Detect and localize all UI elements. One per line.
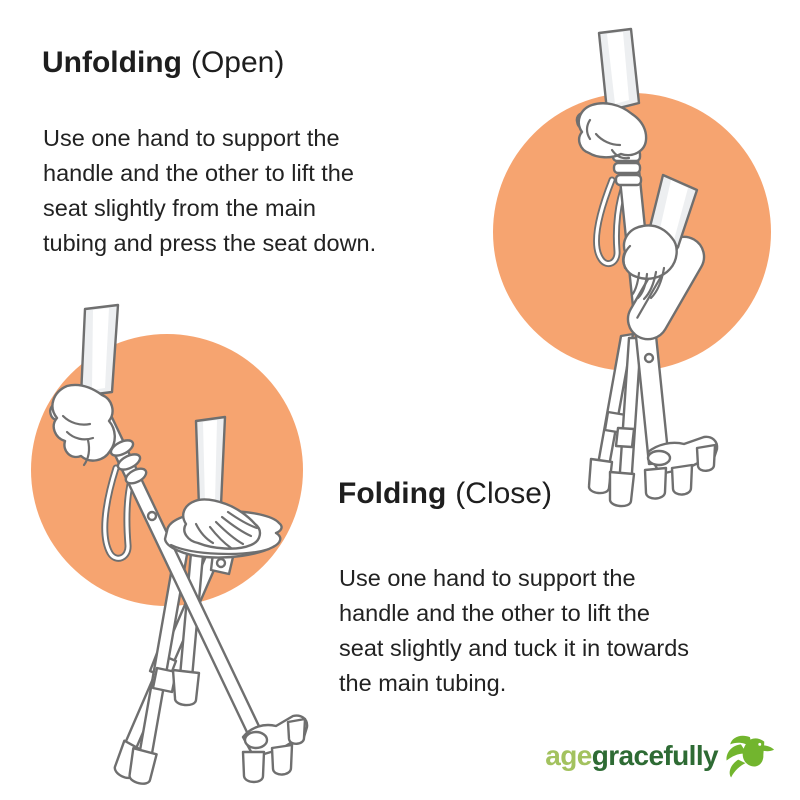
hand-on-handle — [575, 27, 648, 160]
hand-on-handle — [48, 303, 120, 467]
body-line: handle and the other to lift the — [339, 600, 650, 626]
quad-base — [643, 435, 719, 500]
hummingbird-icon — [726, 735, 775, 778]
unfolding-heading: Unfolding(Open) — [42, 46, 284, 80]
unfolding-body: Use one hand to support the handle and t… — [43, 121, 376, 261]
logo-wordmark: agegracefully — [545, 740, 718, 772]
unfolding-illustration — [493, 27, 771, 508]
body-line: tubing and press the seat down. — [43, 230, 377, 256]
folding-body: Use one hand to support the handle and t… — [339, 561, 689, 701]
body-line: Use one hand to support the — [339, 565, 636, 591]
body-line: seat slightly and tuck it in towards — [339, 635, 690, 661]
body-line: handle and the other to lift the — [43, 160, 354, 186]
body-line: Use one hand to support the — [43, 125, 340, 151]
hand-on-seat — [622, 173, 699, 301]
logo-word-age: age — [545, 740, 592, 771]
unfolding-heading-bold: Unfolding — [42, 46, 182, 79]
logo-word-gracefully: gracefully — [591, 740, 719, 771]
wrist-strap — [101, 464, 137, 562]
unfolding-heading-rest: (Open) — [190, 46, 285, 79]
folding-heading: Folding(Close) — [338, 477, 552, 511]
body-line: seat slightly from the main — [43, 195, 316, 221]
brand-logo: agegracefully — [545, 734, 775, 778]
folding-illustration — [31, 303, 309, 785]
folding-heading-bold: Folding — [338, 477, 447, 510]
hand-on-seat — [182, 415, 262, 550]
wrist-strap — [593, 176, 629, 268]
quad-base — [241, 714, 309, 784]
body-line: the main tubing. — [339, 670, 507, 696]
folding-heading-rest: (Close) — [455, 477, 552, 510]
